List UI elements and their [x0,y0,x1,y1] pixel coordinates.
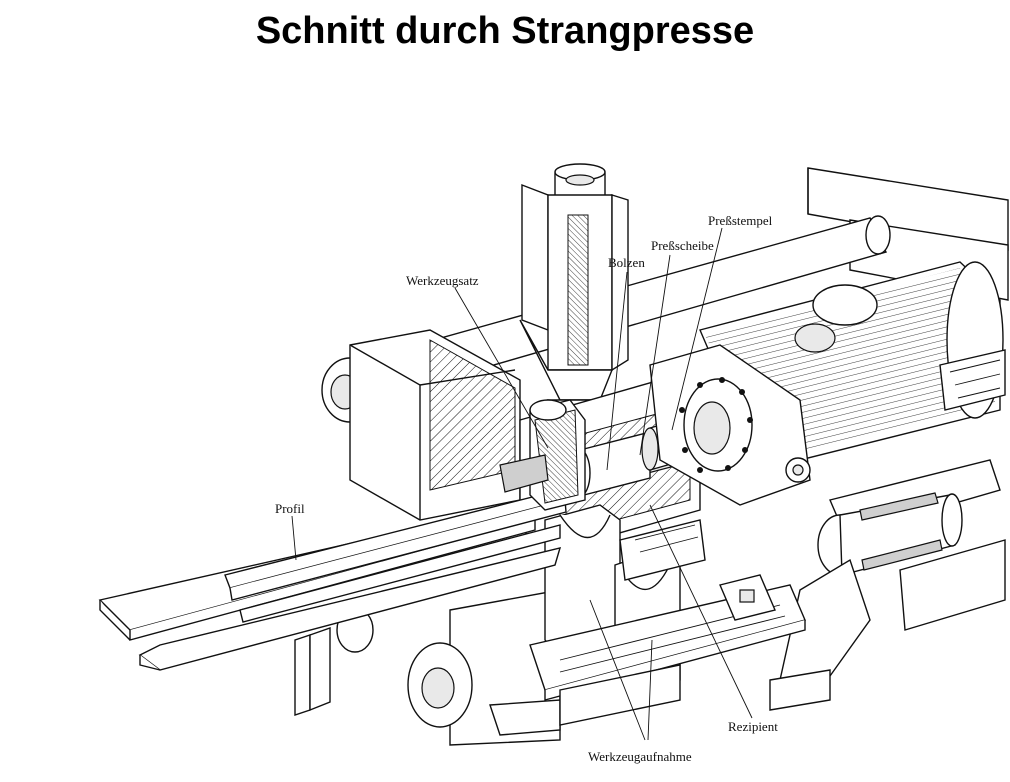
press-base [336,589,561,746]
leader-prefsstempel [671,227,723,431]
leader-prefsscheibe [639,254,671,456]
leader-werkzeugsatz [454,287,549,449]
label-bolzen: Bolzen [608,255,645,270]
label-prefsstempel: Preßstempel [708,213,773,228]
tool-column [519,163,629,421]
label-rezipient: Rezipient [728,719,778,734]
label-prefsscheibe: Preßscheibe [651,238,714,253]
left-platen [349,329,521,521]
crosshead [649,344,811,506]
leader-rezipient [649,504,753,719]
leader-werkzeugaufnahme [589,599,653,741]
label-profil: Profil [275,501,305,516]
right-mechanism [769,459,1006,711]
runout-table [98,489,567,716]
leader-profil [291,515,297,561]
diagram-title: Schnitt durch Strangpresse [255,10,755,52]
label-werkzeugsatz: Werkzeugsatz [406,273,479,288]
leader-lines [291,227,753,741]
die-set [499,399,586,511]
label-werkzeugaufnahme: Werkzeugaufnahme [588,749,692,764]
leader-bolzen [606,271,628,471]
